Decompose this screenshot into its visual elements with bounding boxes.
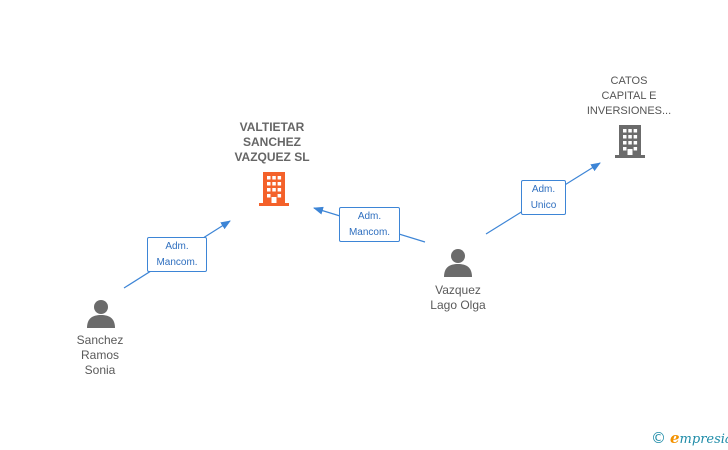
person-icon[interactable]	[87, 300, 115, 328]
empresia-logo: © empresia	[651, 428, 728, 448]
person-label-vazquez[interactable]: Vazquez Lago Olga	[430, 283, 486, 312]
person-label-sanchez[interactable]: Sanchez Ramos Sonia	[76, 333, 124, 377]
person-icon[interactable]	[444, 249, 472, 277]
building-icon[interactable]	[259, 172, 289, 206]
company-label-catos[interactable]: CATOS CAPITAL E INVERSIONES...	[586, 75, 672, 117]
company-label-valtietar[interactable]: VALTIETAR SANCHEZ VAZQUEZ SL	[234, 120, 310, 164]
copyright-icon: ©	[651, 429, 666, 447]
building-icon[interactable]	[615, 125, 645, 158]
role-badge-sanchez-valtietar: Adm. Mancom.	[147, 237, 207, 272]
role-badge-vazquez-catos: Adm. Unico	[521, 180, 566, 215]
role-badge-vazquez-valtietar: Adm. Mancom.	[339, 207, 400, 242]
brand-name: empresia	[670, 429, 728, 447]
